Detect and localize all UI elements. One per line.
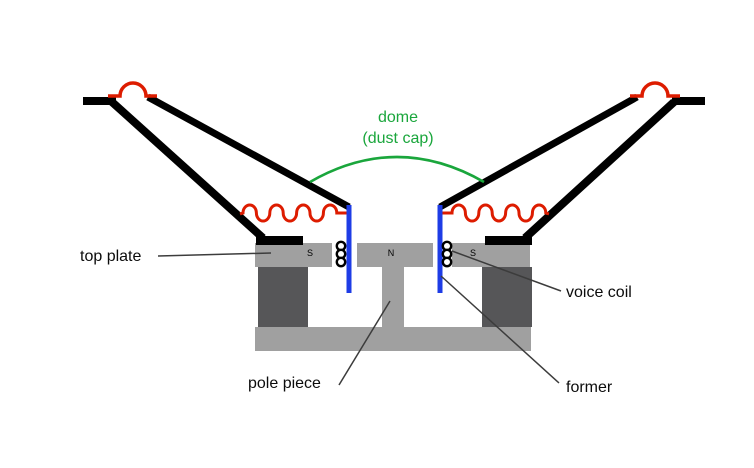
pointer-top-plate bbox=[157, 252, 272, 257]
cone-right bbox=[438, 93, 639, 211]
pole-markings: S N S bbox=[307, 248, 476, 258]
label-dome-line1: dome bbox=[378, 109, 418, 126]
pointer-former bbox=[440, 275, 560, 384]
basket-frame-left bbox=[109, 99, 266, 241]
label-voice-coil: voice coil bbox=[566, 284, 632, 301]
basket-frame-right bbox=[522, 99, 677, 241]
bottom-plate bbox=[255, 327, 531, 351]
dome-label: dome (dust cap) bbox=[362, 109, 433, 147]
dome-arc bbox=[309, 155, 485, 184]
coil-turn bbox=[335, 256, 347, 268]
surround-right bbox=[630, 81, 680, 98]
part-labels: top plate voice coil pole piece former bbox=[80, 248, 632, 396]
magnet-right bbox=[482, 267, 532, 327]
pole-marking-center: N bbox=[388, 248, 395, 258]
spider-right bbox=[440, 203, 550, 223]
frame-bars bbox=[83, 97, 705, 245]
magnet-left bbox=[258, 267, 308, 327]
coil-turn bbox=[441, 256, 453, 268]
surround-left bbox=[108, 81, 157, 98]
pole-piece-stem bbox=[382, 267, 404, 328]
top-plate-left bbox=[255, 243, 332, 267]
pointer-voice-coil bbox=[451, 250, 562, 292]
pole-marking-left: S bbox=[307, 248, 313, 258]
label-former: former bbox=[566, 379, 613, 396]
center-pole-top bbox=[357, 243, 433, 267]
label-top-plate: top plate bbox=[80, 248, 141, 265]
gasket-right bbox=[485, 236, 532, 245]
formers bbox=[346, 205, 443, 293]
pole-marking-right: S bbox=[470, 248, 476, 258]
label-dome-line2: (dust cap) bbox=[362, 130, 433, 147]
gasket-left bbox=[256, 236, 303, 245]
label-pole-piece: pole piece bbox=[248, 375, 321, 392]
suspension-parts bbox=[108, 81, 680, 223]
voice-coil-windings bbox=[335, 240, 453, 268]
frame-rim-left bbox=[83, 97, 116, 105]
pointer-pole-piece bbox=[338, 300, 391, 386]
pointer-lines bbox=[157, 250, 562, 386]
cone-left bbox=[146, 93, 351, 211]
cone-frame-lines bbox=[109, 93, 677, 241]
frame-rim-right bbox=[672, 97, 705, 105]
spider-left bbox=[239, 203, 348, 223]
